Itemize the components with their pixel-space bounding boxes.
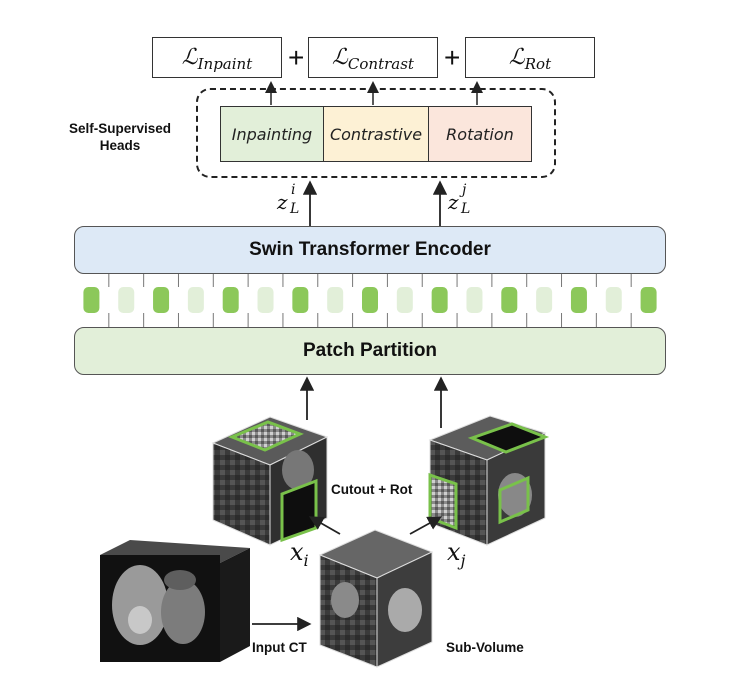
- input-ct-volume: [100, 540, 250, 662]
- patch-token: [536, 287, 553, 313]
- contrastive-head: Contrastive: [323, 106, 429, 162]
- view-xi-label: xi: [290, 538, 309, 570]
- swin-transformer-encoder: Swin Transformer Encoder: [74, 226, 666, 274]
- cutout-rot-label: Cutout + Rot: [331, 482, 413, 497]
- patch-token: [605, 287, 622, 313]
- loss-rot-box: ℒRot: [465, 37, 595, 78]
- loss-rot-label: ℒRot: [508, 45, 552, 73]
- input-ct-label: Input CT: [252, 640, 307, 655]
- patch-token: [118, 287, 135, 313]
- sub-volume-cube: [318, 529, 434, 668]
- rotation-head: Rotation: [428, 106, 532, 162]
- patch-token: [362, 287, 378, 313]
- patch-token: [327, 287, 344, 313]
- patch-token: [466, 287, 483, 313]
- encoder-to-heads-arrows: [302, 180, 448, 226]
- sub-volume-label: Sub-Volume: [446, 640, 524, 655]
- views-to-partition-arrows: [299, 376, 449, 428]
- patch-token: [187, 287, 204, 313]
- view-i-cube: [211, 416, 329, 546]
- loss-contrast-box: ℒContrast: [308, 37, 438, 78]
- patch-token: [292, 287, 309, 313]
- patch-token: [570, 287, 587, 313]
- head-to-loss-arrows: [265, 81, 483, 105]
- patch-token: [257, 287, 274, 313]
- patch-token: [431, 287, 448, 313]
- loss-contrast-label: ℒContrast: [332, 45, 414, 73]
- patch-token-strip: [83, 274, 657, 327]
- plus-sign: +: [288, 42, 305, 73]
- patch-token: [396, 287, 413, 313]
- patch-token: [222, 287, 239, 313]
- patch-token: [153, 287, 170, 313]
- plus-sign: +: [444, 42, 461, 73]
- patch-token: [640, 287, 657, 313]
- view-xj-label: xj: [447, 538, 466, 570]
- self-supervised-heads-group: [196, 88, 556, 178]
- self-supervised-heads-label: Self-Supervised Heads: [68, 121, 172, 153]
- view-j-cube: [428, 415, 550, 546]
- patch-token: [501, 287, 518, 313]
- loss-inpaint-box: ℒInpaint: [152, 37, 282, 78]
- subvolume-to-views-arrows: [308, 516, 443, 535]
- inpainting-head: Inpainting: [220, 106, 324, 162]
- patch-token: [83, 287, 100, 313]
- loss-inpaint-label: ℒInpaint: [181, 45, 253, 73]
- patch-partition-block: Patch Partition: [74, 327, 666, 375]
